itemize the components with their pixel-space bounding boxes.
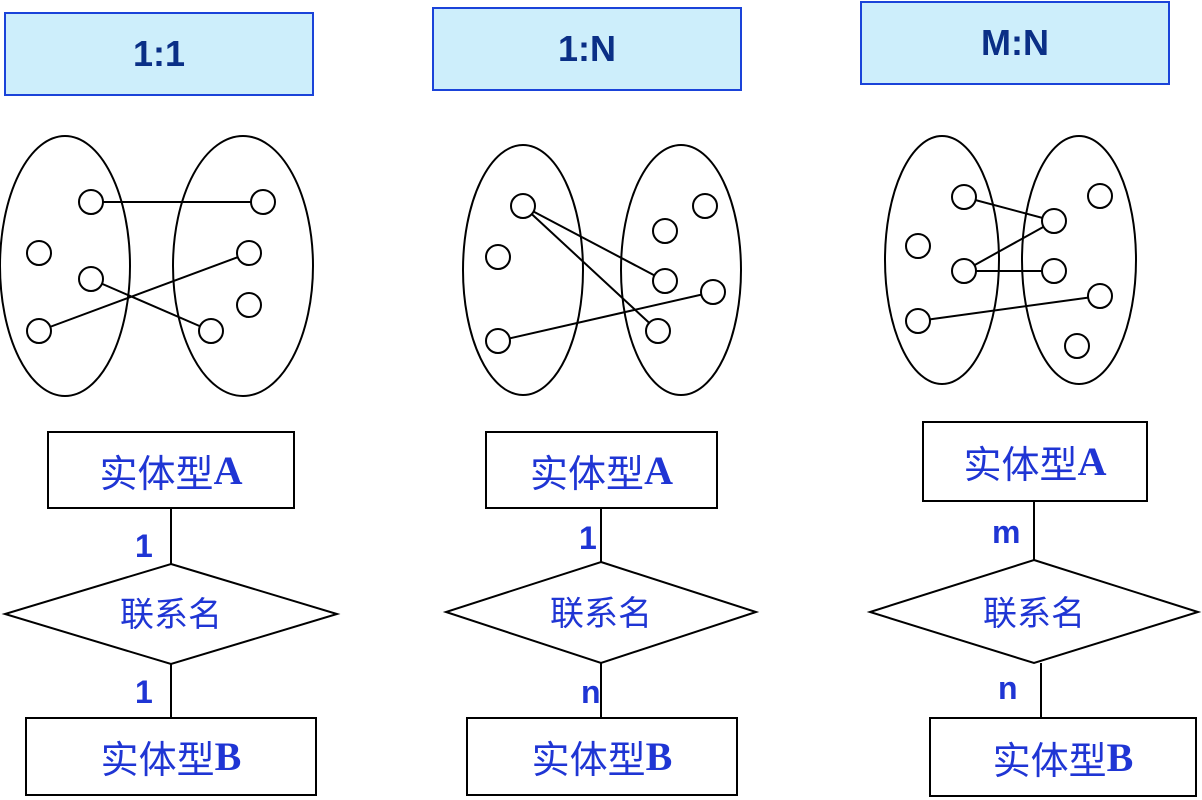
entity-letter: A (644, 447, 673, 493)
entity-instance (198, 318, 224, 344)
title-one-to-many: 1:N (432, 7, 742, 91)
entity-instance (485, 328, 511, 354)
entity-instance (1041, 258, 1067, 284)
entity-name: 实体型 (99, 451, 214, 496)
entity-instance (1087, 283, 1113, 309)
entity-instance (645, 318, 671, 344)
title-one-to-one: 1:1 (4, 12, 314, 96)
entity-instance (652, 268, 678, 294)
relationship-diamond (866, 558, 1202, 665)
mapping-line (917, 295, 1101, 322)
entity-set-b (620, 144, 742, 396)
mapping-line (963, 220, 1055, 272)
cardinality-bottom: n (581, 674, 601, 710)
entity-instance (1041, 208, 1067, 234)
entity-name: 实体型 (963, 443, 1078, 487)
mapping-line (90, 278, 212, 332)
entity-set-a (0, 135, 131, 397)
title-label: M:N (981, 22, 1049, 63)
entity-instance (236, 240, 262, 266)
entity-instance (951, 184, 977, 210)
entity-instance (236, 292, 262, 318)
entity-letter: B (1106, 734, 1134, 780)
entity-instance (78, 266, 104, 292)
entity-instance (652, 218, 678, 244)
entity-letter: B (645, 734, 673, 779)
entity-letter: A (1077, 439, 1107, 484)
entity-set-b (1021, 135, 1137, 385)
entity-instance (78, 189, 104, 215)
entity-instance (485, 244, 511, 270)
entity-instance (951, 258, 977, 284)
entity-instance (1064, 333, 1090, 359)
set-mapping-diagram-many-to-many (866, 135, 1202, 718)
entity-name: 实体型 (531, 738, 646, 782)
relationship-name: 联系名 (550, 594, 652, 634)
title-label: 1:N (557, 28, 616, 69)
relationship-name: 联系名 (120, 595, 222, 635)
mapping-line (497, 291, 714, 342)
entity-instance (250, 189, 276, 215)
entity-instance (692, 193, 718, 219)
entity-letter: A (213, 447, 243, 493)
entity-name: 实体型 (992, 738, 1107, 783)
entity-name: 实体型 (100, 738, 215, 782)
mapping-line (38, 252, 250, 332)
entity-set-a (884, 135, 1000, 385)
cardinality-bottom: 1 (135, 674, 153, 710)
cardinality-bottom: n (998, 670, 1018, 706)
entity-instance (700, 279, 726, 305)
cardinality-top: 1 (579, 520, 597, 556)
relationship-name: 联系名 (983, 594, 1085, 634)
mapping-line (522, 205, 659, 332)
cardinality-top: 1 (135, 528, 153, 564)
entity-instance (510, 193, 536, 219)
mapping-line (963, 196, 1055, 222)
entity-instance (905, 233, 931, 259)
cardinality-top: m (992, 514, 1021, 550)
entity-letter: B (214, 734, 242, 779)
entity-instance (1087, 183, 1113, 209)
title-many-to-many: M:N (860, 1, 1170, 85)
set-mapping-diagram-one-to-one (0, 135, 341, 718)
set-mapping-diagram-one-to-many (442, 144, 760, 718)
entity-name: 实体型 (530, 451, 645, 496)
mapping-line (522, 205, 666, 282)
entity-set-b (172, 135, 314, 397)
entity-instance (26, 240, 52, 266)
entity-set-a (462, 144, 584, 396)
title-label: 1:1 (132, 33, 186, 74)
entity-instance (26, 318, 52, 344)
entity-instance (905, 308, 931, 334)
